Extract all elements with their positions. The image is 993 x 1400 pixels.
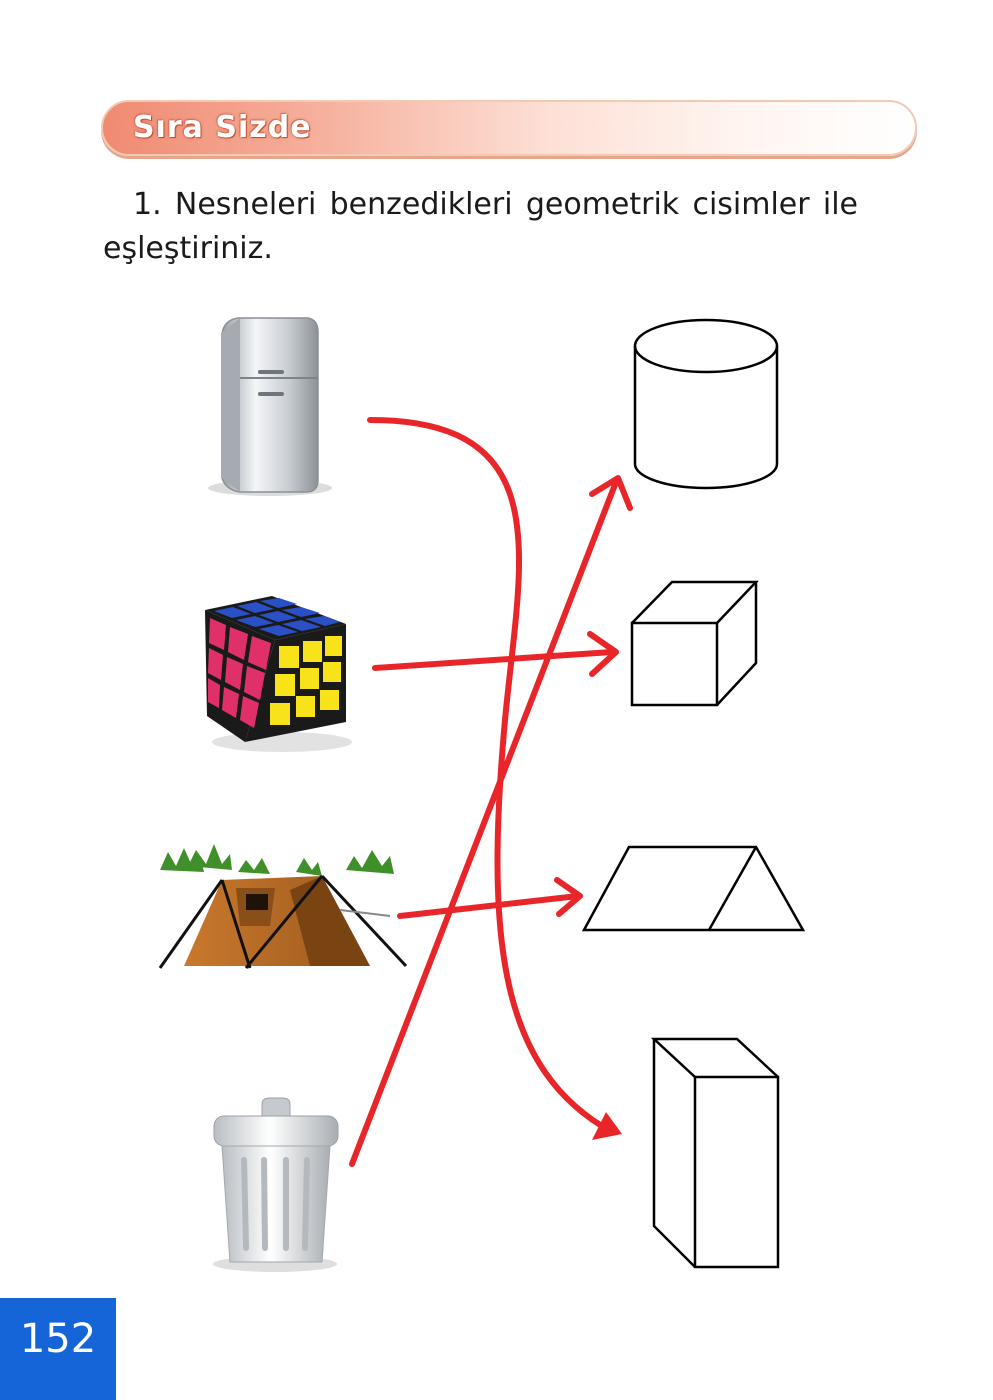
tent-icon bbox=[158, 844, 408, 969]
rubiks-cube-icon bbox=[205, 596, 352, 752]
cylinder-shape bbox=[633, 318, 779, 490]
question-text: 1. Nesneleri benzedikleri geometrik cisi… bbox=[103, 187, 858, 266]
trash-can-icon bbox=[213, 1097, 339, 1272]
arrowhead-cylinder bbox=[589, 475, 633, 511]
arrow-tent-to-triangular-prism bbox=[397, 893, 581, 919]
page-number-box bbox=[0, 1298, 116, 1400]
arrow-refrigerator-to-rectangular-prism bbox=[367, 417, 615, 1135]
arrow-trash-can-to-cylinder bbox=[349, 479, 619, 1167]
refrigerator-icon bbox=[208, 317, 332, 496]
rectangular-prism-shape bbox=[650, 1037, 780, 1269]
triangular-prism-shape bbox=[581, 845, 806, 932]
arrowhead-triangular-prism bbox=[554, 877, 583, 917]
cube-shape bbox=[630, 580, 759, 707]
section-banner: Sıra Sizde bbox=[101, 100, 917, 156]
match-arrows bbox=[349, 417, 619, 1167]
page-number: 152 bbox=[19, 1316, 97, 1362]
arrow-rubiks-cube-to-cube bbox=[372, 649, 615, 671]
arrowhead-rectangular-prism bbox=[592, 1112, 622, 1140]
banner-title: Sıra Sizde bbox=[133, 110, 312, 145]
arrowhead-cube bbox=[587, 631, 619, 677]
